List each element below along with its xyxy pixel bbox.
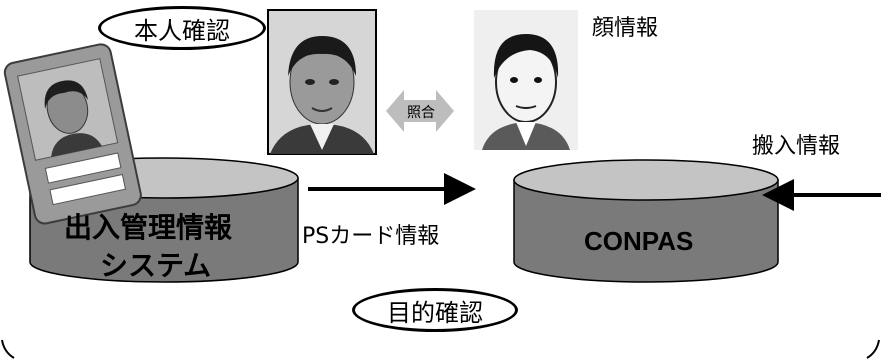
face-illustration (474, 10, 578, 150)
match-double-arrow (386, 90, 454, 132)
left-system-label-line1: 出入管理情報 (64, 211, 233, 244)
corner-stroke-left (1, 339, 15, 359)
purpose-check-label: 目的確認 (387, 298, 483, 327)
face-info-label: 顔情報 (592, 16, 659, 41)
card-white-strip-2 (49, 173, 127, 206)
identity-check-label: 本人確認 (134, 16, 230, 45)
match-label: 照合 (407, 105, 435, 121)
left-system-label-line2: システム (100, 249, 212, 282)
delivery-info-label: 搬入情報 (752, 134, 841, 159)
ps-card-info-label: PSカード情報 (302, 224, 440, 249)
card-white-strip-1 (44, 152, 122, 184)
id-card (3, 43, 142, 225)
photo-portrait (267, 9, 377, 155)
purpose-check-oval: 目的確認 (352, 288, 518, 332)
corner-stroke-right (866, 339, 880, 359)
identity-check-oval: 本人確認 (98, 6, 266, 50)
conpas-cylinder (513, 159, 779, 283)
conpas-label: CONPAS (584, 226, 694, 256)
